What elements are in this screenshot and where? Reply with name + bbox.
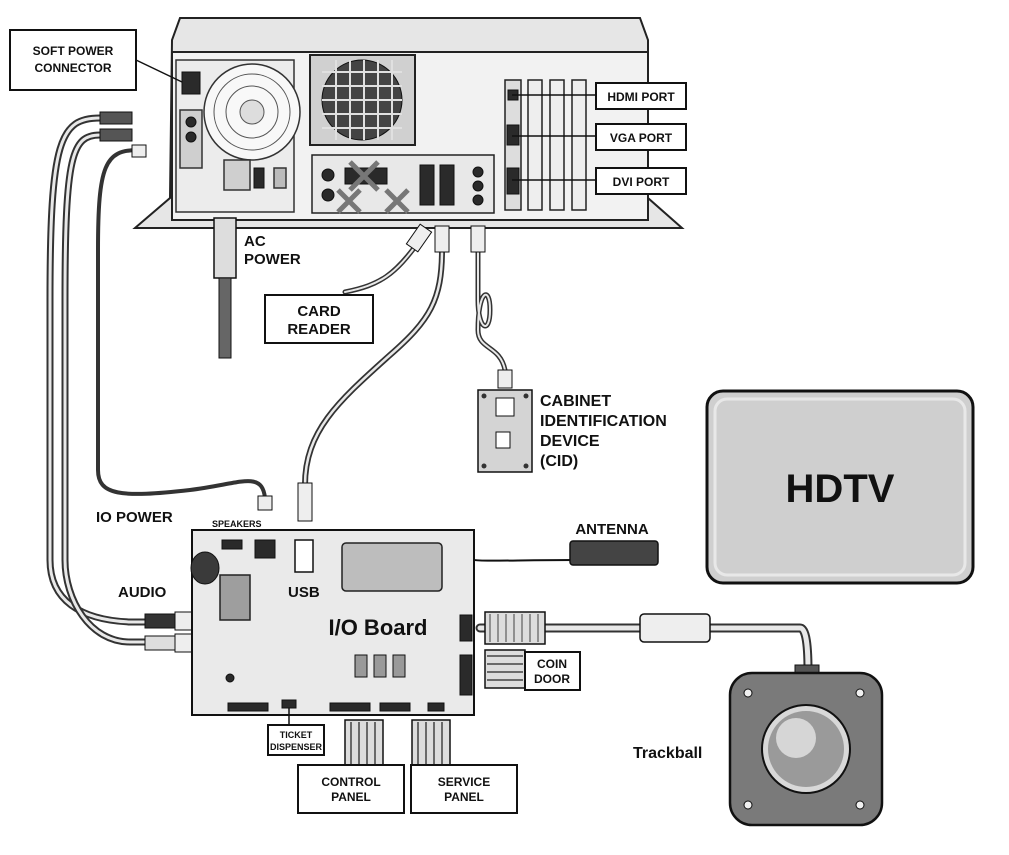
ticket-dispenser-label-1: TICKET bbox=[280, 730, 313, 740]
usb-label: USB bbox=[288, 584, 320, 601]
ticket-dispenser-callout: TICKET DISPENSER bbox=[267, 708, 325, 756]
service-panel-label-1: SERVICE bbox=[438, 775, 490, 789]
cid-cable bbox=[470, 225, 513, 389]
control-panel-callout: CONTROL PANEL bbox=[297, 719, 405, 814]
dvi-connector bbox=[506, 167, 520, 195]
io-power-cable bbox=[96, 144, 273, 511]
soft-power-port bbox=[181, 71, 201, 95]
audio-cables bbox=[46, 111, 201, 653]
soft-power-connector-label-1: SOFT POWER bbox=[33, 44, 114, 58]
cid-device: CABINET IDENTIFICATION DEVICE (CID) bbox=[477, 389, 667, 473]
chassis-fan bbox=[309, 54, 416, 146]
cid-label-3: DEVICE bbox=[540, 433, 600, 450]
service-panel-callout: SERVICE PANEL bbox=[410, 719, 518, 814]
antenna-label: ANTENNA bbox=[575, 521, 648, 538]
x-mark-icon bbox=[348, 160, 380, 192]
usb-cable bbox=[297, 225, 450, 522]
coin-door-label-2: DOOR bbox=[534, 672, 570, 686]
power-supply bbox=[175, 59, 301, 213]
dvi-port-callout: DVI PORT bbox=[512, 167, 687, 195]
hdtv: HDTV bbox=[705, 389, 975, 585]
x-mark-icon bbox=[384, 188, 410, 214]
trackball-label: Trackball bbox=[633, 745, 702, 762]
dvi-port-label: DVI PORT bbox=[613, 175, 670, 189]
rear-io-panel bbox=[311, 154, 495, 214]
coin-door-label-1: COIN bbox=[537, 657, 567, 671]
audio-label: AUDIO bbox=[118, 584, 167, 601]
usb-port bbox=[294, 539, 314, 573]
ac-inlet bbox=[223, 159, 251, 191]
coin-door-harness: COIN DOOR bbox=[484, 649, 581, 691]
antenna-cable bbox=[459, 547, 576, 562]
expansion-slots bbox=[504, 79, 587, 211]
vga-port-label: VGA PORT bbox=[610, 131, 673, 145]
vga-connector bbox=[506, 124, 520, 146]
trackball: Trackball bbox=[633, 671, 884, 827]
soft-power-connector-callout: SOFT POWER CONNECTOR bbox=[9, 29, 183, 91]
control-panel-label-1: CONTROL bbox=[321, 775, 380, 789]
ac-power-label-1: AC bbox=[244, 233, 266, 250]
cid-label-4: (CID) bbox=[540, 453, 578, 470]
control-panel-label-2: PANEL bbox=[331, 790, 371, 804]
io-board-label: I/O Board bbox=[328, 615, 427, 640]
hdmi-port-callout: HDMI PORT bbox=[512, 82, 687, 110]
cid-label-1: CABINET bbox=[540, 393, 611, 410]
vga-port-callout: VGA PORT bbox=[512, 123, 687, 151]
power-switch bbox=[253, 167, 265, 189]
cid-label-2: IDENTIFICATION bbox=[540, 413, 667, 430]
card-reader-label-2: READER bbox=[287, 321, 351, 338]
ac-power-label-2: POWER bbox=[244, 251, 301, 268]
io-board: I/O Board bbox=[190, 529, 475, 716]
service-panel-label-2: PANEL bbox=[444, 790, 484, 804]
speakers-label: SPEAKERS bbox=[212, 519, 262, 529]
card-reader-callout: CARD READER bbox=[264, 294, 374, 344]
ac-power-cable bbox=[213, 217, 237, 359]
hdmi-port-label: HDMI PORT bbox=[607, 90, 675, 104]
x-mark-icon bbox=[336, 188, 362, 214]
soft-power-connector-label-2: CONNECTOR bbox=[34, 61, 111, 75]
io-power-label: IO POWER bbox=[96, 509, 173, 526]
ticket-dispenser-label-2: DISPENSER bbox=[270, 742, 323, 752]
card-reader-label-1: CARD bbox=[297, 303, 340, 320]
trackball-cable bbox=[475, 611, 820, 678]
card-reader-cable bbox=[342, 223, 433, 295]
antenna: ANTENNA bbox=[569, 521, 659, 566]
hdtv-label: HDTV bbox=[786, 467, 895, 511]
